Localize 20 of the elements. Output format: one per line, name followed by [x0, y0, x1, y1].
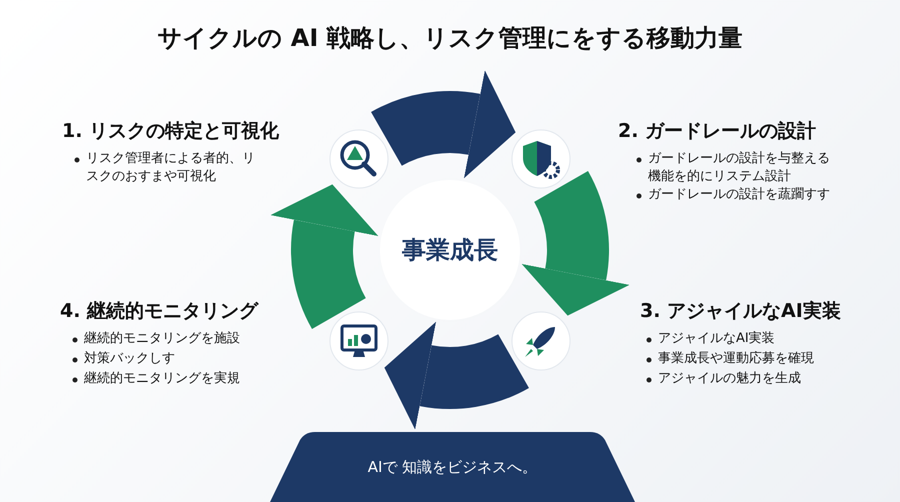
cycle-arrow — [521, 172, 630, 316]
bullet-item: リスク管理者による者的、リスクのおすまや可視化 — [86, 150, 256, 186]
bullet-item: 継続的モニタリングを施設 — [84, 330, 241, 348]
bullet-item: アジャイルの魅力を生成 — [658, 370, 802, 388]
cycle-arrow — [270, 184, 379, 328]
bullet-item: 継続的モニタリングを実規 — [84, 370, 241, 388]
bullet-item: ガードレールの設計を蔬躙すす — [648, 186, 831, 204]
cycle-arrow — [384, 321, 528, 430]
bullet-item: ガードレールの設計を与整える機能を的にリステム設計 — [648, 150, 831, 186]
step-heading: 2. ガードレールの設計 — [618, 119, 816, 144]
step-heading: 4. 継続的モニタリング — [60, 299, 258, 324]
bullet-item: 事業成長や運動応募を確現 — [658, 350, 815, 368]
tagline: AIで 知識をビジネスへ。 — [366, 458, 538, 477]
cycle-arrow — [372, 70, 516, 179]
step-heading: 1. リスクの特定と可視化 — [62, 119, 280, 144]
title: サイクルの AI 戦略し、リスク管理にをする移動力量 — [156, 23, 744, 54]
step-heading: 3. アジャイルなAI実装 — [640, 299, 841, 324]
bullet-item: 対策バックしす — [84, 350, 176, 368]
center-circle: 事業成長 — [380, 180, 520, 320]
bullet-item: アジャイルなAI実装 — [658, 330, 776, 348]
